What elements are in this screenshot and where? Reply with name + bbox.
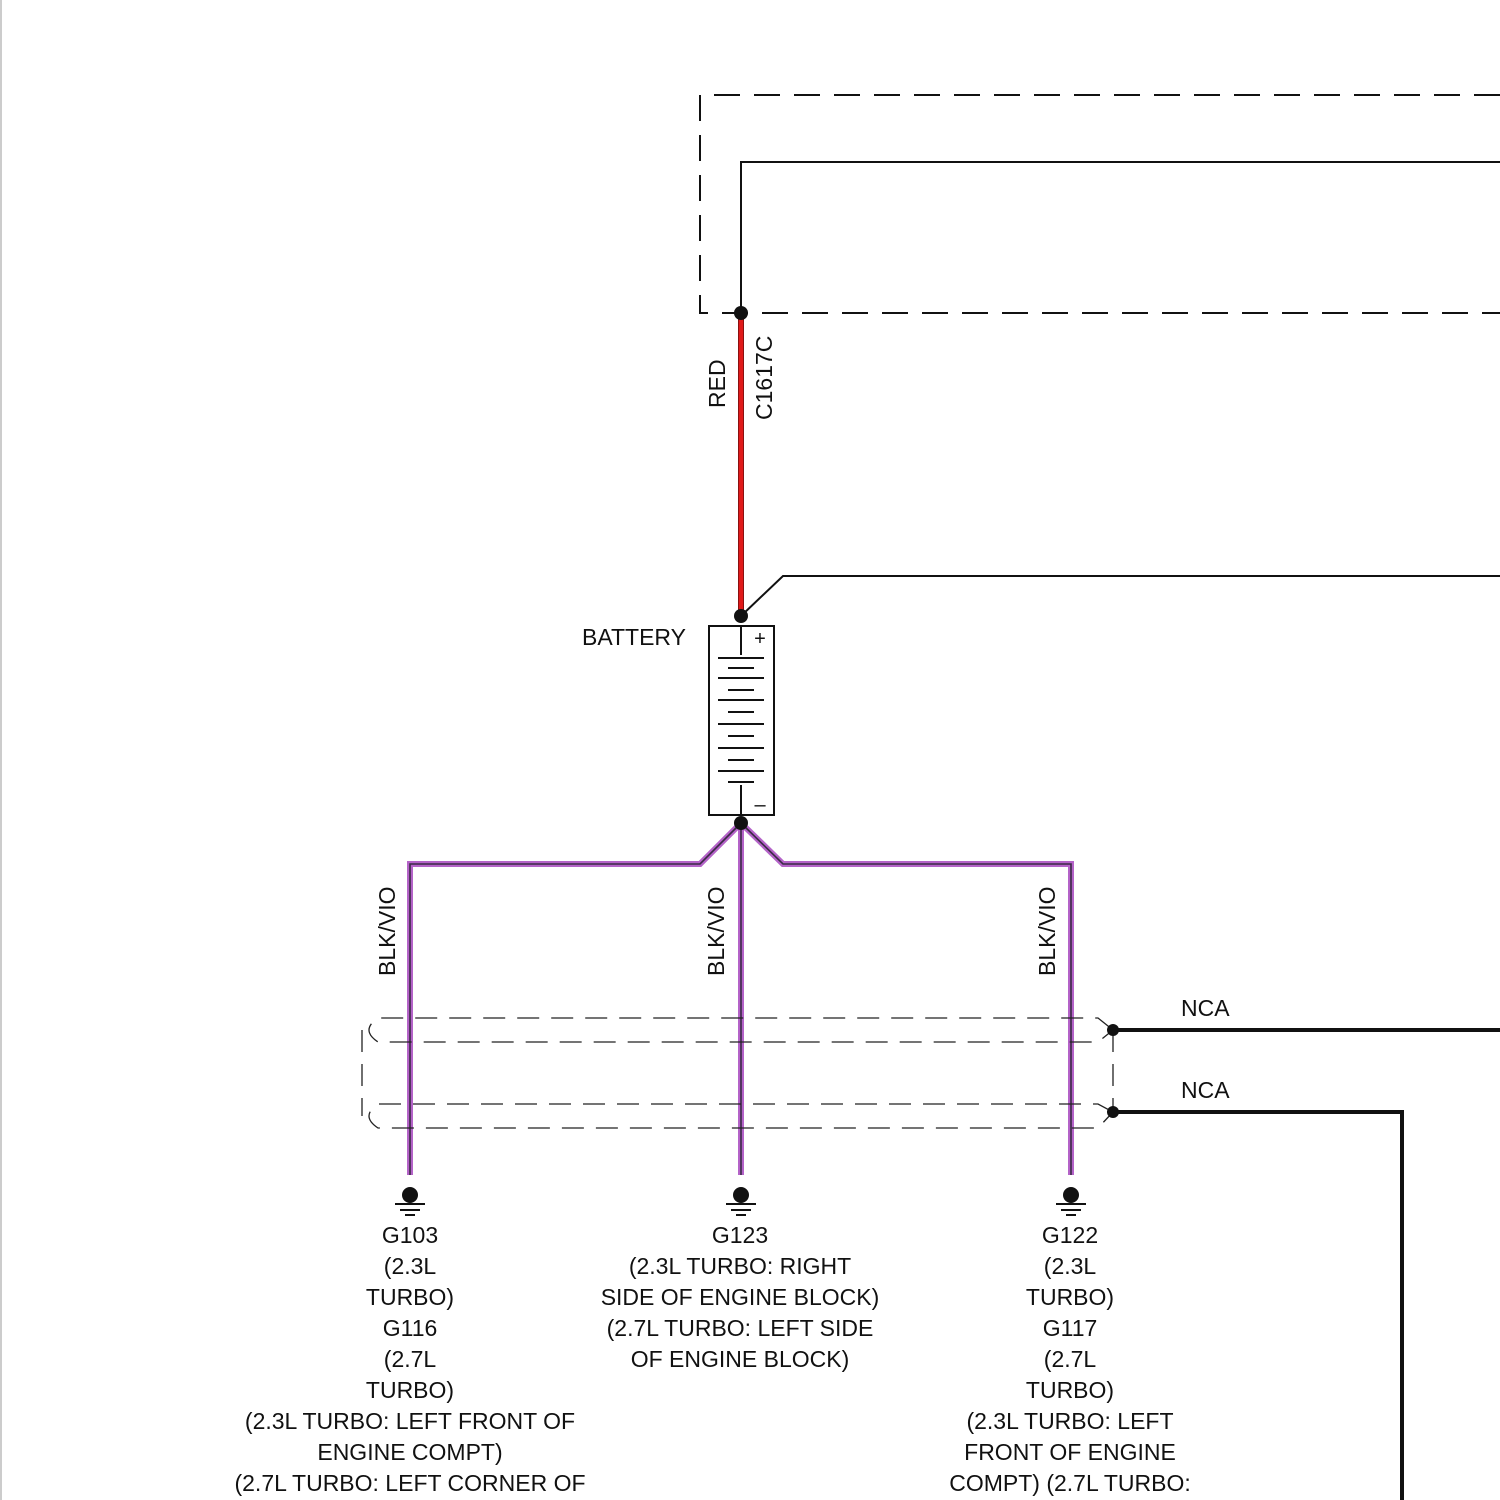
ground-center-text: G123 (2.3L TURBO: RIGHT SIDE OF ENGINE B…	[601, 1222, 880, 1372]
svg-text:TURBO): TURBO)	[366, 1377, 454, 1403]
ground-icon	[726, 1187, 756, 1215]
battery-negative-terminal-dot	[734, 816, 748, 830]
svg-text:(2.3L TURBO: RIGHT: (2.3L TURBO: RIGHT	[629, 1253, 851, 1279]
battery-label: BATTERY	[582, 624, 686, 650]
ground-wire-right-label: BLK/VIO	[1034, 887, 1060, 976]
ground-wire-left-label: BLK/VIO	[374, 887, 400, 976]
ground-icon	[1056, 1187, 1086, 1215]
svg-text:OF ENGINE BLOCK): OF ENGINE BLOCK)	[631, 1346, 850, 1372]
ground-wire-right[interactable]	[741, 823, 1071, 1175]
ground-wire-left-core	[410, 823, 741, 1175]
svg-text:COMPT) (2.7L TURBO:: COMPT) (2.7L TURBO:	[949, 1470, 1191, 1496]
ground-wire-right-core	[741, 823, 1071, 1175]
svg-text:(2.3L: (2.3L	[1044, 1253, 1097, 1279]
svg-text:(2.7L TURBO: LEFT CORNER OF: (2.7L TURBO: LEFT CORNER OF	[234, 1470, 585, 1496]
ground-icon	[395, 1187, 425, 1215]
svg-text:G122: G122	[1042, 1222, 1098, 1248]
battery-negative-symbol: –	[754, 794, 766, 816]
svg-text:FRONT OF ENGINE: FRONT OF ENGINE	[964, 1439, 1176, 1465]
ground-wire-center-label: BLK/VIO	[703, 887, 729, 976]
harness-dashed-bands	[362, 1018, 1113, 1128]
component-internal-line	[741, 162, 1500, 313]
red-wire-color-label: RED	[704, 359, 730, 408]
svg-text:ENGINE COMPT): ENGINE COMPT)	[317, 1439, 502, 1465]
svg-text:(2.7L: (2.7L	[384, 1346, 437, 1372]
ground-left-text: G103 (2.3L TURBO) G116 (2.7L TURBO) (2.3…	[234, 1222, 585, 1496]
svg-text:G116: G116	[383, 1315, 438, 1341]
svg-text:(2.3L: (2.3L	[384, 1253, 437, 1279]
svg-text:TURBO): TURBO)	[1026, 1284, 1114, 1310]
svg-text:G117: G117	[1043, 1315, 1098, 1341]
battery-positive-branch	[741, 576, 1500, 616]
ground-wires[interactable]	[410, 823, 1071, 1175]
svg-text:G103: G103	[382, 1222, 438, 1248]
battery-positive-symbol: +	[754, 628, 766, 650]
svg-text:G123: G123	[712, 1222, 768, 1248]
component-boundary-dashed	[700, 95, 1500, 313]
ground-wire-left[interactable]	[410, 823, 741, 1175]
svg-text:(2.3L TURBO: LEFT: (2.3L TURBO: LEFT	[966, 1408, 1173, 1434]
svg-text:TURBO): TURBO)	[366, 1284, 454, 1310]
svg-text:(2.3L TURBO: LEFT FRONT OF: (2.3L TURBO: LEFT FRONT OF	[245, 1408, 575, 1434]
nca-lower-label: NCA	[1181, 1077, 1230, 1103]
svg-text:(2.7L: (2.7L	[1044, 1346, 1097, 1372]
nca-upper-label: NCA	[1181, 995, 1230, 1021]
svg-text:(2.7L TURBO: LEFT SIDE: (2.7L TURBO: LEFT SIDE	[607, 1315, 874, 1341]
battery-icon	[709, 626, 774, 815]
svg-text:SIDE OF ENGINE BLOCK): SIDE OF ENGINE BLOCK)	[601, 1284, 880, 1310]
circuit-label-c1617c: C1617C	[751, 336, 777, 420]
connector-dot-top	[734, 306, 748, 320]
ground-right-text: G122 (2.3L TURBO) G117 (2.7L TURBO) (2.3…	[949, 1222, 1191, 1496]
svg-text:TURBO): TURBO)	[1026, 1377, 1114, 1403]
